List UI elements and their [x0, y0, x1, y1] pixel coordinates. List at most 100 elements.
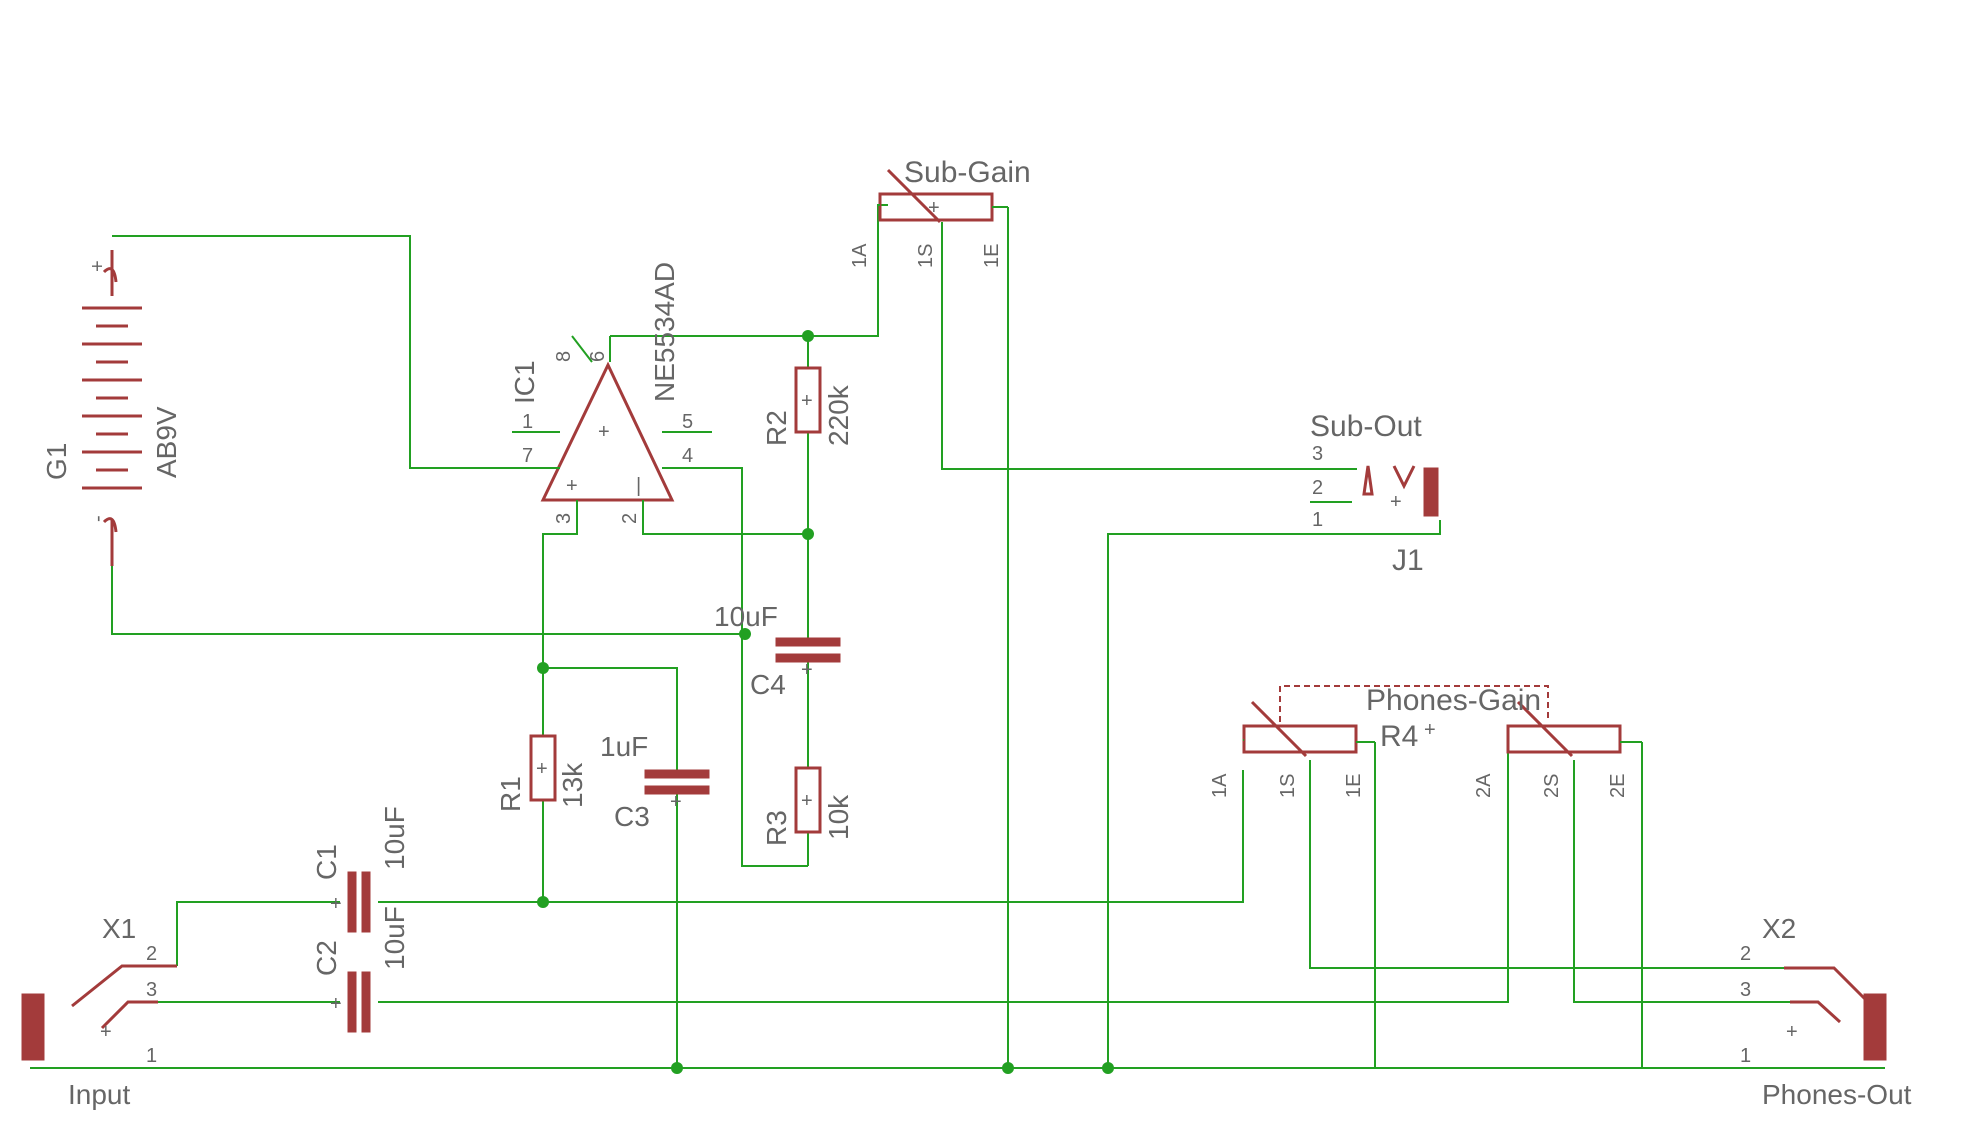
sub-gain-name: Sub-Gain [904, 156, 1031, 189]
battery-minus-label: - [87, 515, 109, 522]
capacitor-plate-icon [361, 971, 371, 1033]
battery-name: G1 [41, 443, 72, 480]
capacitor-c2-value: 10uF [379, 906, 410, 970]
wire-c1 [176, 770, 1244, 966]
sub-gain-pin-1e: 1E [981, 244, 1003, 268]
opamp-name: IC1 [509, 360, 540, 404]
resistor-plus-sign: + [801, 390, 813, 412]
battery-plus-label: + [87, 260, 109, 272]
jack-j1: + Sub-Out J1 3 2 1 [1310, 410, 1439, 577]
capacitor-c2-name: C2 [311, 940, 342, 976]
wire-ic-pin3 [542, 505, 578, 736]
resistor-r3: + R3 10k [761, 766, 854, 846]
junction-dot [1102, 1062, 1114, 1074]
wire-ic-pin2 [642, 505, 808, 535]
jack-pin-2: 2 [1312, 477, 1323, 499]
wire-c2 [158, 740, 1509, 1003]
connector-plus-sign: + [100, 1021, 112, 1043]
battery-terminal-icon [102, 267, 118, 533]
jack-j1-name: J1 [1392, 544, 1424, 577]
jack-pin-3: 3 [1312, 443, 1323, 465]
capacitor-c4: + 10uF C4 [714, 601, 841, 700]
resistor-r1-value: 13k [557, 762, 588, 808]
wire-ic-pin4 [672, 467, 808, 867]
connector-x1-pin-1: 1 [146, 1045, 157, 1067]
potentiometer-wiper-icon [886, 168, 942, 224]
opamp-pin-8: 8 [553, 351, 575, 362]
resistor-r2-name: R2 [761, 410, 792, 446]
capacitor-plus-sign: + [801, 659, 813, 681]
r4-name: R4 [1380, 720, 1418, 753]
r4-pin-2a: 2A [1473, 773, 1495, 798]
connector-body-icon [21, 993, 45, 1061]
capacitor-plate-icon [775, 653, 841, 663]
opamp-pin-5: 5 [682, 411, 693, 433]
wire-j1-ground [1107, 520, 1441, 1068]
capacitor-plate-icon [347, 971, 357, 1033]
wire-subgain-s [941, 222, 1357, 470]
connector-plus-sign: + [1786, 1021, 1798, 1043]
jack-body-icon [1423, 467, 1439, 517]
battery-value: AB9V [151, 406, 182, 478]
jack-plus-sign: + [1390, 491, 1402, 513]
capacitor-c1-name: C1 [311, 844, 342, 880]
opamp-pin-6: 6 [587, 351, 609, 362]
resistor-body-icon [794, 366, 822, 434]
wire-r4-2s [1573, 760, 1790, 1003]
resistor-r2-value: 220k [823, 384, 854, 446]
connector-x1-value: Input [68, 1079, 130, 1110]
resistor-plus-sign: + [536, 758, 548, 780]
wire-ic-out [610, 204, 888, 337]
battery-g1: G1 AB9V + - [41, 250, 182, 566]
opamp-pin-7: 7 [522, 445, 533, 467]
connector-x2-name: X2 [1762, 913, 1796, 944]
opamp-ic1: + | + IC1 NE5534AD 8 6 1 5 7 4 3 2 [509, 262, 712, 524]
potentiometer-plus-sign: + [928, 197, 940, 219]
r4-plus-sign: + [1424, 719, 1436, 741]
capacitor-plate-icon [347, 871, 357, 933]
capacitor-plate-icon [644, 785, 710, 795]
opamp-pin-stubs [512, 335, 712, 505]
resistor-plus-sign: + [801, 790, 813, 812]
junction-dot [537, 662, 549, 674]
connector-body-icon [1863, 993, 1887, 1061]
connector-x1-pin-3: 3 [146, 979, 157, 1001]
connector-contact-icon [1784, 966, 1878, 1024]
r4-pin-2e: 2E [1607, 774, 1629, 798]
junction-dot [802, 528, 814, 540]
capacitor-c1-value: 10uF [379, 806, 410, 870]
potentiometer-body-icon [1506, 724, 1622, 754]
capacitor-c1: + C1 10uF [311, 806, 410, 933]
wires [30, 204, 1885, 1069]
connector-x2-pin-1: 1 [1740, 1045, 1751, 1067]
resistor-r3-name: R3 [761, 810, 792, 846]
junctions [537, 330, 1114, 1074]
opamp-value: NE5534AD [649, 262, 680, 402]
resistor-r2: + R2 220k [761, 366, 854, 446]
potentiometer-wiper-icon [1250, 700, 1574, 758]
r4-pin-2s: 2S [1541, 774, 1563, 798]
capacitor-c3: + 1uF C3 [600, 731, 710, 832]
junction-dot [739, 628, 751, 640]
wire-battery-minus [111, 566, 745, 635]
junction-dot [537, 896, 549, 908]
capacitor-plate-icon [361, 871, 371, 933]
junction-dot [1002, 1062, 1014, 1074]
wire-battery-plus [112, 235, 512, 469]
capacitor-c2: + C2 10uF [311, 906, 410, 1033]
r4-pin-1a: 1A [1209, 773, 1231, 798]
connector-x2: + X2 Phones-Out 2 3 1 [1740, 913, 1912, 1110]
capacitor-c3-name: C3 [614, 801, 650, 832]
capacitor-plus-sign: + [330, 993, 342, 1015]
connector-x2-value: Phones-Out [1762, 1079, 1912, 1110]
r4-pin-1s: 1S [1277, 774, 1299, 798]
r4-pin-1e: 1E [1343, 774, 1365, 798]
connector-x2-pin-2: 2 [1740, 943, 1751, 965]
resistor-r1: + R1 13k [495, 734, 588, 812]
sub-gain-pin-1s: 1S [915, 244, 937, 268]
capacitor-c3-value: 1uF [600, 731, 648, 762]
sub-gain-pin-1a: 1A [849, 243, 871, 268]
capacitor-plus-sign: + [330, 893, 342, 915]
capacitor-plate-icon [775, 637, 841, 647]
